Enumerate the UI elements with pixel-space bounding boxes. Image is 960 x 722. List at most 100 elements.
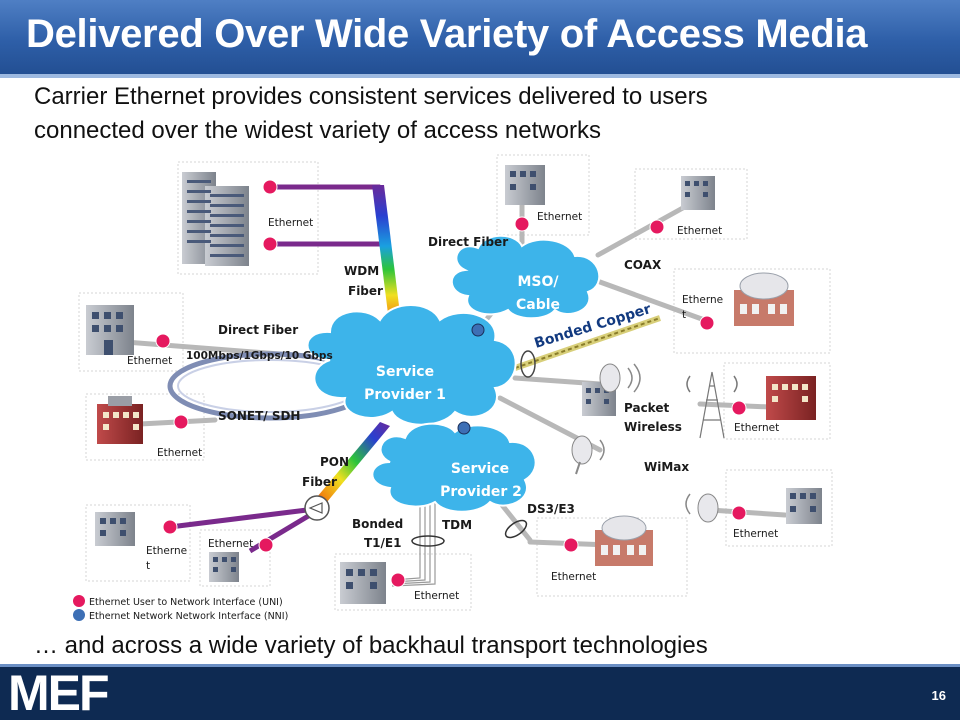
cloud-sp1-line1: Service xyxy=(376,364,434,380)
label-pon-1: PON xyxy=(320,455,349,469)
uni-marker xyxy=(173,414,189,430)
link-wimax-site xyxy=(707,507,788,518)
uni-marker xyxy=(731,400,747,416)
nni-marker xyxy=(457,421,471,435)
legend-nni-label: Ethernet Network Network Interface (NNI) xyxy=(89,611,288,622)
label-tdm: TDM xyxy=(442,518,472,532)
label-eth-left: Ethernet xyxy=(127,355,172,367)
uni-marker xyxy=(155,333,171,349)
footer-stripe xyxy=(0,664,960,667)
building-icon xyxy=(786,488,822,524)
building-icon xyxy=(209,552,239,582)
uni-marker xyxy=(649,219,665,235)
nni-marker xyxy=(471,323,485,337)
uni-marker xyxy=(563,537,579,553)
subtitle-line-1: Carrier Ethernet provides consistent ser… xyxy=(34,83,708,110)
uni-marker xyxy=(699,315,715,331)
cloud-sp2-line1: Service xyxy=(451,461,509,477)
label-eth-right-upper-2: t xyxy=(682,309,686,321)
label-bonded-2: T1/E1 xyxy=(364,536,401,550)
nni-markers xyxy=(457,323,485,435)
building-icon xyxy=(86,305,134,355)
antenna-icon xyxy=(571,435,605,475)
mef-logo: MEF xyxy=(8,665,110,721)
t1e1-bundle xyxy=(411,535,445,547)
link-mso-right-upper xyxy=(597,279,713,325)
label-bonded-1: Bonded xyxy=(352,517,403,531)
label-eth-bottom-center: Ethernet xyxy=(414,590,459,602)
antenna-icon xyxy=(685,493,719,523)
subtitle-line-2: connected over the widest variety of acc… xyxy=(34,117,601,144)
building-icon xyxy=(97,396,143,444)
label-eth-bottom-right: Ethernet xyxy=(551,571,596,583)
link-ds3 xyxy=(495,497,533,543)
label-eth-right-upper-1: Etherne xyxy=(682,294,723,306)
label-direct-fiber-left: Direct Fiber xyxy=(218,323,298,337)
pon-splitter-icon xyxy=(304,495,330,521)
building-icon xyxy=(340,562,386,604)
label-wdm-1: WDM xyxy=(344,264,379,278)
label-speeds: 100Mbps/1Gbps/10 Gbps xyxy=(186,350,333,362)
title-bar: Delivered Over Wide Variety of Access Me… xyxy=(0,0,960,74)
uni-marker xyxy=(262,236,278,252)
label-wimax: WiMax xyxy=(644,460,689,474)
label-eth-datacenter: Ethernet xyxy=(268,217,313,229)
label-packet-1: Packet xyxy=(624,401,669,415)
label-eth-wimax: Ethernet xyxy=(733,528,778,540)
building-icon xyxy=(95,512,135,546)
uni-marker xyxy=(162,519,178,535)
pon-splitter-glyph xyxy=(308,502,323,514)
label-eth-pon-a-2: t xyxy=(146,560,150,572)
label-eth-pon-a-1: Etherne xyxy=(146,545,187,557)
uni-marker xyxy=(731,505,747,521)
uni-marker xyxy=(262,179,278,195)
uni-marker xyxy=(390,572,406,588)
label-wdm-2: Fiber xyxy=(348,284,383,298)
radio-tower-icon xyxy=(686,371,738,439)
label-eth-top-center: Ethernet xyxy=(537,211,582,223)
antenna-icon xyxy=(599,363,641,393)
title-stripe xyxy=(0,74,960,78)
cloud-sp2 xyxy=(371,422,537,513)
legend-nni-marker xyxy=(73,609,85,621)
wdm-rainbow xyxy=(372,185,403,338)
building-icon xyxy=(766,376,816,420)
label-direct-fiber-top: Direct Fiber xyxy=(428,235,508,249)
label-eth-sonet: Ethernet xyxy=(157,447,202,459)
cloud-mso xyxy=(450,234,601,320)
subtitle: Carrier Ethernet provides consistent ser… xyxy=(34,80,934,148)
legend-uni-marker xyxy=(73,595,85,607)
label-ds3: DS3/E3 xyxy=(527,502,575,516)
uni-marker xyxy=(514,216,530,232)
label-eth-packet: Ethernet xyxy=(734,422,779,434)
building-icon xyxy=(734,272,794,326)
pon-rainbow xyxy=(312,422,390,508)
label-sonet: SONET/ SDH xyxy=(218,409,300,423)
uni-markers xyxy=(155,179,747,588)
bonded-copper-strands xyxy=(514,317,661,369)
slide-title: Delivered Over Wide Variety of Access Me… xyxy=(26,12,868,56)
label-eth-top-right: Ethernet xyxy=(677,225,722,237)
ds3-bundle xyxy=(504,519,528,539)
bonded-copper-bundle xyxy=(520,350,536,378)
cloud-sp2-line2: Provider 2 xyxy=(440,484,522,500)
cloud-sp1 xyxy=(306,304,517,426)
page-number: 16 xyxy=(931,688,946,703)
label-coax: COAX xyxy=(624,258,662,272)
label-eth-pon-b: Ethernet xyxy=(208,538,253,550)
uni-marker xyxy=(258,537,274,553)
building-icon xyxy=(582,382,616,416)
building-icon xyxy=(182,172,249,266)
label-pon-2: Fiber xyxy=(302,475,337,489)
building-icon xyxy=(595,515,653,566)
building-icon xyxy=(505,165,545,205)
link-coax xyxy=(595,201,693,258)
building-icon xyxy=(681,176,715,210)
cloud-mso-line1: MSO/ xyxy=(517,274,559,290)
cloud-sp1-line2: Provider 1 xyxy=(364,387,446,403)
footer-text: … and across a wide variety of backhaul … xyxy=(34,632,708,659)
footer-bar xyxy=(0,664,960,720)
label-packet-2: Wireless xyxy=(624,420,682,434)
cloud-mso-line2: Cable xyxy=(516,297,560,313)
